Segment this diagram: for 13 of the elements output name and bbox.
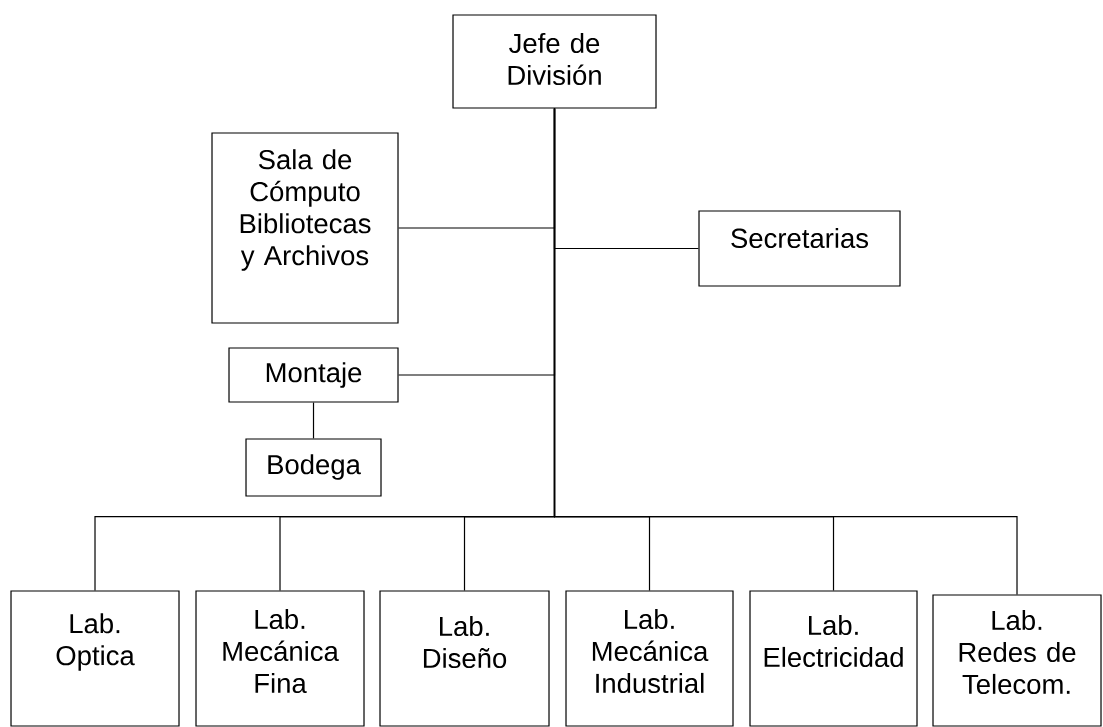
- connector-line: [553, 108, 1018, 595]
- org-box: Montaje: [228, 347, 399, 403]
- org-box: Lab. Diseño: [379, 590, 550, 727]
- org-box: Sala de Cómputo Bibliotecas y Archivos: [211, 132, 399, 324]
- org-box: Lab. Optica: [10, 590, 180, 727]
- org-box: Lab. Electricidad: [749, 590, 918, 727]
- org-box: Jefe de División: [452, 14, 657, 109]
- connector-line: [312, 401, 315, 439]
- org-box: Bodega: [245, 438, 382, 497]
- org-box: Lab. Mecánica Fina: [195, 590, 365, 727]
- org-box: Lab. Redes de Telecom.: [932, 594, 1102, 727]
- org-box: Lab. Mecánica Industrial: [565, 590, 734, 727]
- org-box: Secretarias: [698, 210, 901, 287]
